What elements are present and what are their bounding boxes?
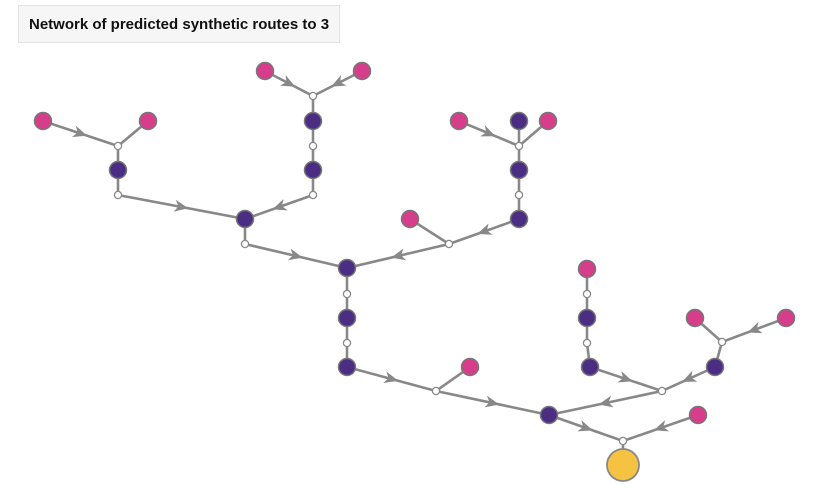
starting-material-node[interactable] [33, 111, 53, 131]
reaction-node [582, 289, 592, 299]
edge-arrow [653, 420, 670, 432]
reaction-node [657, 386, 667, 396]
edge-arrow [331, 74, 347, 87]
intermediate-node[interactable] [577, 308, 597, 328]
starting-material-node[interactable] [538, 111, 558, 131]
reaction-node [618, 436, 628, 446]
intermediate-node[interactable] [509, 209, 529, 229]
reaction-node [514, 141, 524, 151]
starting-material-node[interactable] [449, 111, 469, 131]
intermediate-node[interactable] [509, 111, 529, 131]
intermediate-node[interactable] [337, 258, 357, 278]
edge-arrow [577, 420, 593, 432]
starting-material-node[interactable] [685, 308, 705, 328]
reaction-node [342, 338, 352, 348]
starting-material-node[interactable] [400, 209, 420, 229]
reaction-node [431, 386, 441, 396]
reaction-node [308, 141, 318, 151]
starting-material-node[interactable] [688, 405, 708, 425]
diagram-title: Network of predicted synthetic routes to… [18, 5, 341, 43]
target-node[interactable] [606, 448, 640, 482]
edge-arrow [617, 371, 633, 383]
intermediate-node[interactable] [539, 405, 559, 425]
intermediate-node[interactable] [235, 209, 255, 229]
intermediate-node[interactable] [303, 160, 323, 180]
edge-arrow [391, 248, 407, 261]
reaction-node [113, 141, 123, 151]
starting-material-node[interactable] [460, 357, 480, 377]
reaction-node [308, 91, 318, 101]
reaction-node [113, 190, 123, 200]
reaction-node [444, 239, 454, 249]
starting-material-node[interactable] [138, 111, 158, 131]
starting-material-node[interactable] [776, 308, 796, 328]
edge-arrow [682, 370, 698, 382]
reaction-node [308, 190, 318, 200]
edge-arrow [747, 321, 763, 334]
edge-arrow [484, 395, 500, 408]
edge-arrow [280, 74, 296, 87]
intermediate-node[interactable] [337, 357, 357, 377]
edge-arrow [173, 199, 189, 212]
edge-arrow [71, 125, 88, 137]
intermediate-node[interactable] [509, 160, 529, 180]
reaction-node [582, 338, 592, 348]
starting-material-node[interactable] [577, 259, 597, 279]
intermediate-node[interactable] [580, 357, 600, 377]
starting-material-node[interactable] [352, 61, 372, 81]
edge-layer [42, 69, 787, 465]
edge-arrow [272, 199, 288, 211]
edge-arrow [598, 395, 614, 408]
edge-arrow [287, 248, 303, 261]
edge-arrow [477, 223, 493, 235]
intermediate-node[interactable] [705, 357, 725, 377]
intermediate-node[interactable] [303, 111, 323, 131]
reaction-node [342, 289, 352, 299]
edge-arrow [480, 125, 496, 137]
starting-material-node[interactable] [255, 61, 275, 81]
reaction-node [514, 190, 524, 200]
intermediate-node[interactable] [108, 160, 128, 180]
reaction-node [240, 239, 250, 249]
edge-arrow [383, 371, 399, 383]
intermediate-node[interactable] [337, 308, 357, 328]
node-layer [33, 61, 796, 482]
reaction-node [717, 337, 727, 347]
